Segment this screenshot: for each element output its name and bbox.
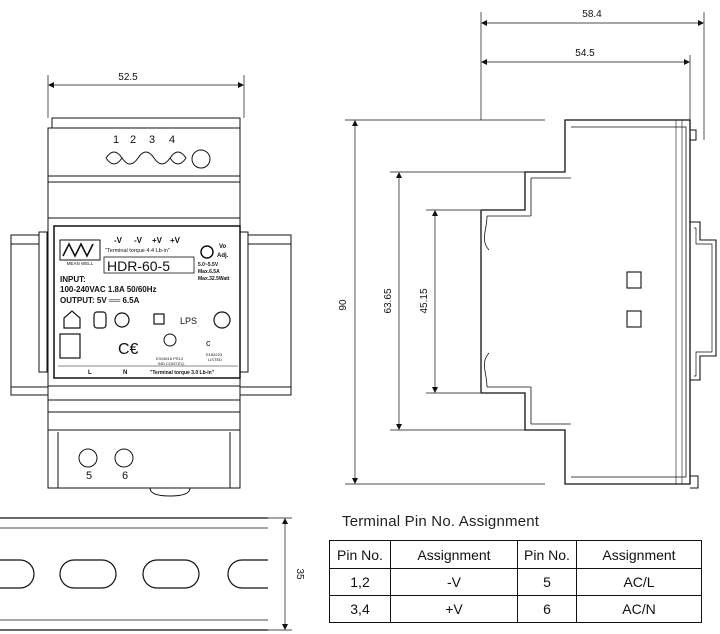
pin-assignment-table: Pin No. Assignment Pin No. Assignment 1,… <box>329 540 702 623</box>
header-assignment: Assignment <box>576 540 702 569</box>
cell-assignment: AC/N <box>576 595 702 623</box>
input-value: 100-240VAC 1.8A 50/60Hz <box>60 285 157 294</box>
label-pin: -V <box>134 236 143 245</box>
front-view <box>10 75 292 497</box>
range-line: Max.32.5Watt <box>198 276 230 282</box>
header-assignment: Assignment <box>390 540 518 569</box>
ul-mark-icon <box>163 333 177 347</box>
terminal-number: 4 <box>169 134 175 146</box>
cert-text: LISTED <box>208 357 222 362</box>
vo-label: Vo <box>219 244 227 250</box>
terminal-l-label: L <box>88 370 92 376</box>
dim-side-body-width: 54.5 <box>575 48 595 59</box>
mean-well-logo-icon <box>62 242 94 258</box>
fuse-icon <box>93 311 107 329</box>
lps-mark: LPS <box>180 316 197 326</box>
terminal-number: 6 <box>122 470 128 482</box>
brand-name: MEAN WELL <box>67 261 94 266</box>
cert-text: E183223 <box>206 352 223 357</box>
top-terminal-numbers: 1 2 3 4 <box>113 134 175 146</box>
bottom-terminal-numbers: 5 6 <box>86 470 128 482</box>
label-pin: +V <box>152 236 163 245</box>
cell-assignment: +V <box>390 595 518 623</box>
output-line: OUTPUT: 5V ══ 6.5A <box>60 296 140 305</box>
cell-pin: 3,4 <box>329 595 391 623</box>
label-pin: +V <box>170 236 181 245</box>
torque-top-text: "Terminal torque 4.4 Lb-in" <box>105 248 170 254</box>
dim-height-step2: 45.15 <box>419 288 430 313</box>
cell-assignment: AC/L <box>576 568 702 596</box>
torque-bottom-text: "Terminal torque 3.0 Lb-in" <box>150 370 215 376</box>
dim-side-total-width: 58.4 <box>582 9 602 20</box>
label-pin: -V <box>114 236 123 245</box>
header-pin-no: Pin No. <box>517 540 577 569</box>
cert-text: E315615 PS13 <box>156 356 184 361</box>
range-line: Max.6.5A <box>198 269 220 275</box>
cell-pin: 6 <box>517 595 577 623</box>
terminal-n-label: N <box>123 370 127 376</box>
terminal-number: 2 <box>130 134 136 146</box>
product-label: MEAN WELL -V -V +V +V "Terminal torque 4… <box>58 236 238 376</box>
dim-front-width: 52.5 <box>118 72 138 83</box>
table-row: 1,2 -V 5 AC/L <box>329 568 702 596</box>
header-pin-no: Pin No. <box>329 540 391 569</box>
warning-icon <box>59 333 81 359</box>
model-name: HDR-60-5 <box>107 258 170 274</box>
adjust-pot-icon <box>200 245 214 259</box>
cul-mark-icon: c <box>206 338 211 348</box>
dim-rail-height: 35 <box>294 568 305 580</box>
input-title: INPUT: <box>60 275 86 284</box>
dim-height-step1: 63.65 <box>383 288 394 313</box>
bis-mark-icon <box>213 311 231 329</box>
terminal-number: 5 <box>86 470 92 482</box>
table-row: 3,4 +V 6 AC/N <box>329 595 702 623</box>
terminal-number: 1 <box>113 134 119 146</box>
safety-mark-icon <box>114 312 130 328</box>
range-line: 5.0~5.5V <box>198 262 219 268</box>
ce-mark-icon: C€ <box>118 341 139 358</box>
side-view <box>345 12 717 489</box>
dim-height-total: 90 <box>338 299 349 311</box>
cell-pin: 5 <box>517 568 577 596</box>
indoor-use-icon <box>63 310 81 329</box>
class-ii-icon <box>153 313 165 325</box>
adj-label: Adj. <box>217 253 229 259</box>
cell-assignment: -V <box>390 568 518 596</box>
pin-table-title: Terminal Pin No. Assignment <box>342 513 540 530</box>
cert-text: IND.CONT.EQ. <box>158 361 185 366</box>
terminal-number: 3 <box>149 134 155 146</box>
table-header-row: Pin No. Assignment Pin No. Assignment <box>329 540 702 569</box>
din-rail-view <box>0 517 292 631</box>
cell-pin: 1,2 <box>329 568 391 596</box>
